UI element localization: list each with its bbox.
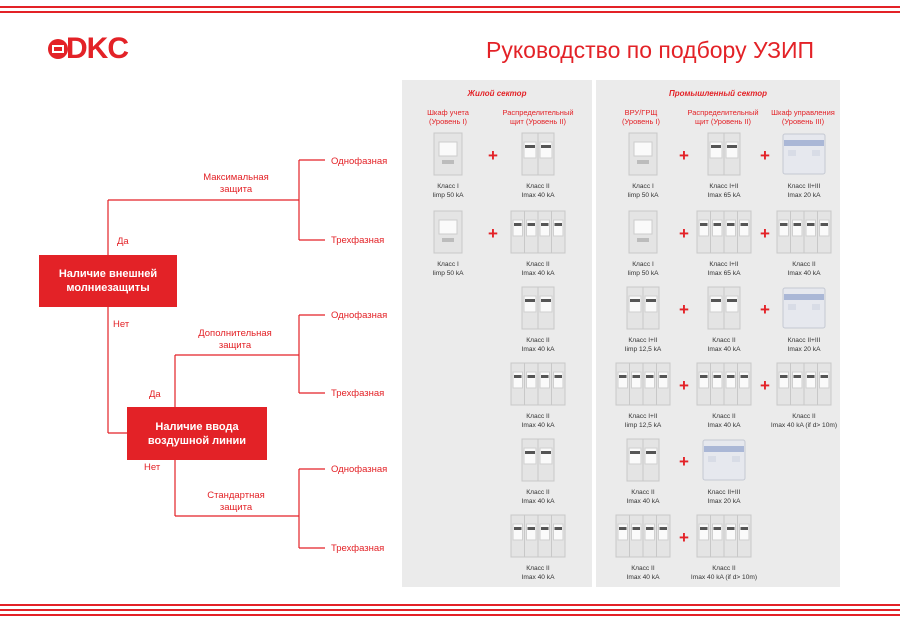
plus-icon: +: [760, 224, 770, 243]
label-standard-protection: Стандартная защита: [207, 490, 265, 513]
spd-device-c5-row3: [782, 286, 826, 335]
top-stripe-1: [0, 6, 900, 8]
device-caption: Класс II Imax 40 kA: [626, 489, 660, 505]
spd-device-c2-row2: [510, 210, 566, 259]
spd-device-c1-row1: [433, 132, 463, 181]
label-three-phase-1: Трехфазная: [331, 235, 385, 246]
device-caption: Класс II Imax 40 kA: [521, 261, 555, 277]
label-no: Нет: [113, 319, 130, 330]
column-header-distribution-board-ind: Распределительный щит (Уровень II): [687, 108, 759, 126]
column-header-main-switchboard: ВРУ/ГРЩ (Уровень I): [621, 108, 661, 126]
plus-icon: +: [679, 224, 689, 243]
spd-device-c4-row6: [696, 514, 752, 563]
label-single-phase-1: Однофазная: [331, 156, 388, 167]
spd-device-c5-row2: [776, 210, 832, 259]
spd-device-c4-row4: [696, 362, 752, 411]
device-caption: Класс I Iimp 50 kA: [627, 183, 659, 199]
label-yes-overhead: Да: [149, 389, 161, 400]
device-caption: Класс I Iimp 50 kA: [432, 261, 464, 277]
device-caption: Класс II Imax 40 kA: [626, 565, 660, 581]
external-lightning-protection-box: Наличие внешней молниезащиты: [39, 255, 177, 307]
column-header-distribution-board-res: Распределительный щит (Уровень II): [502, 108, 574, 126]
device-caption: Класс II Imax 40 kA: [521, 565, 555, 581]
plus-icon: +: [679, 300, 689, 319]
device-caption: Класс II+III Imax 20 kA: [787, 337, 821, 353]
spd-device-c3-row5: [626, 438, 660, 487]
device-caption: Класс II Imax 40 kA: [521, 413, 555, 429]
plus-icon: +: [488, 146, 498, 165]
label-yes: Да: [117, 236, 129, 247]
label-no-overhead: Нет: [144, 462, 161, 473]
device-caption: Класс II+III Imax 20 kA: [787, 183, 821, 199]
plus-icon: +: [760, 376, 770, 395]
plus-icon: +: [679, 146, 689, 165]
column-header-meter-cabinet: Шкаф учета (Уровень I): [427, 108, 469, 126]
spd-device-c4-row1: [707, 132, 741, 181]
device-caption: Класс II Imax 40 kA: [707, 337, 741, 353]
plus-icon: +: [760, 300, 770, 319]
device-caption: Класс II Imax 40 kA (if d> 10m): [770, 413, 838, 429]
top-stripe-2: [0, 11, 900, 13]
spd-device-c4-row2: [696, 210, 752, 259]
residential-sector-heading: Жилой сектор: [467, 89, 527, 98]
device-caption: Класс II Imax 40 kA: [521, 489, 555, 505]
bottom-stripe-3: [0, 614, 900, 616]
plus-icon: +: [679, 528, 689, 547]
spd-device-c3-row3: [626, 286, 660, 335]
device-caption: Класс I+II Iimp 12,5 kA: [624, 413, 662, 429]
bottom-stripe-1: [0, 604, 900, 606]
device-caption: Класс I+II Imax 65 kA: [707, 261, 741, 277]
device-caption: Класс I Iimp 50 kA: [627, 261, 659, 277]
device-caption: Класс II Imax 40 kA: [521, 183, 555, 199]
logo-text: DKC: [66, 32, 129, 65]
spd-device-c2-row5: [521, 438, 555, 487]
spd-device-c2-row4: [510, 362, 566, 411]
label-max-protection: Максимальная защита: [203, 172, 269, 195]
label-additional-protection: Дополнительная защита: [198, 328, 272, 351]
bottom-stripe-2: [0, 609, 900, 611]
plus-icon: +: [679, 452, 689, 471]
dkc-logo-icon: [48, 39, 68, 59]
device-caption: Класс II Imax 40 kA: [707, 413, 741, 429]
overhead-line-input-box: Наличие ввода воздушной линии: [127, 407, 267, 460]
page-title: Руководство по подбору УЗИП: [486, 37, 815, 63]
device-caption: Класс II Imax 40 kA: [787, 261, 821, 277]
device-caption: Класс I+II Iimp 12,5 kA: [624, 337, 662, 353]
spd-device-c2-row3: [521, 286, 555, 335]
spd-device-c3-row2: [628, 210, 658, 259]
column-header-control-cabinet: Шкаф управления (Уровень III): [771, 108, 835, 126]
industrial-sector-heading: Промышленный сектор: [668, 89, 768, 98]
spd-device-c2-row1: [521, 132, 555, 181]
label-three-phase-2: Трехфазная: [331, 388, 385, 399]
spd-device-c4-row3: [707, 286, 741, 335]
spd-device-c4-row5: [702, 438, 746, 487]
device-caption: Класс II Imax 40 kA (if d> 10m): [690, 565, 758, 581]
spd-device-c5-row1: [782, 132, 826, 181]
device-caption: Класс I Iimp 50 kA: [432, 183, 464, 199]
device-caption: Класс II+III Imax 20 kA: [707, 489, 741, 505]
spd-device-c3-row4: [615, 362, 671, 411]
spd-device-c1-row2: [433, 210, 463, 259]
plus-icon: +: [488, 224, 498, 243]
device-caption: Класс I+II Imax 65 kA: [707, 183, 741, 199]
label-single-phase-3: Однофазная: [331, 464, 388, 475]
label-single-phase-2: Однофазная: [331, 310, 388, 321]
spd-device-c3-row6: [615, 514, 671, 563]
spd-device-c2-row6: [510, 514, 566, 563]
spd-device-c5-row4: [776, 362, 832, 411]
label-three-phase-3: Трехфазная: [331, 543, 385, 554]
device-caption: Класс II Imax 40 kA: [521, 337, 555, 353]
plus-icon: +: [679, 376, 689, 395]
spd-device-c3-row1: [628, 132, 658, 181]
plus-icon: +: [760, 146, 770, 165]
